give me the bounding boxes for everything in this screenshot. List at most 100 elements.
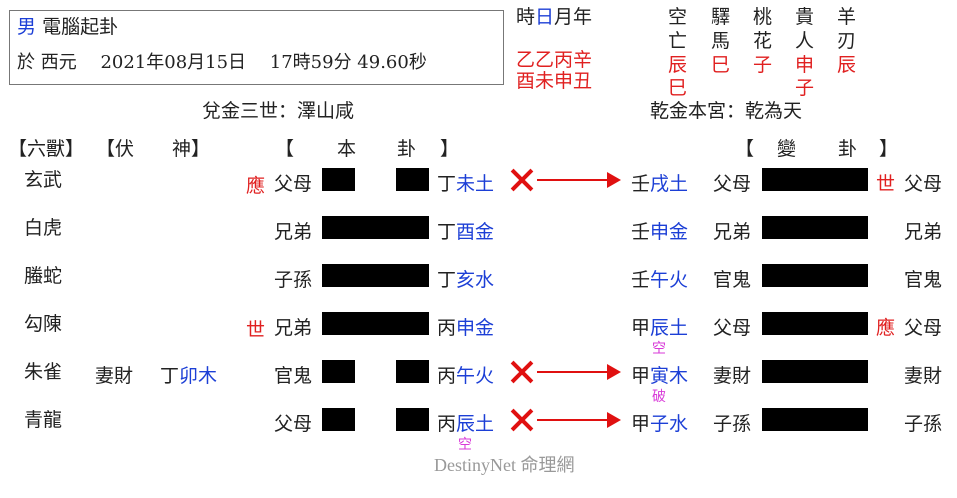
footer-brand: DestinyNet 命理網: [434, 451, 574, 477]
header-bengua-close: 】: [440, 138, 460, 160]
arrow-right-icon: [537, 172, 621, 188]
ganzhi-stems: 乙乙丙辛: [516, 49, 593, 71]
line-branch: 丙辰土: [437, 413, 494, 435]
shensha-value-2: 子: [795, 77, 815, 99]
shensha-value: 辰: [837, 54, 857, 76]
yin-line-left: [322, 168, 355, 191]
yin-line-right: [396, 168, 429, 191]
changed-branch: 甲辰土: [631, 317, 688, 339]
arrow-right-icon: [537, 364, 621, 380]
line-stem: 丁: [437, 269, 457, 291]
beast-label: 青龍: [24, 409, 63, 431]
fushen-stem: 丁: [160, 365, 180, 387]
beast-label: 螣蛇: [24, 265, 63, 287]
changed-shi-ying-mark: 應: [876, 317, 896, 339]
moving-cross-icon: [510, 360, 534, 384]
header-box: [9, 10, 504, 85]
shensha-value: 子: [753, 54, 773, 76]
shi-ying-mark: 應: [246, 175, 266, 197]
footer-site-name: 命理網: [520, 455, 575, 475]
shensha-name-top: 羊: [837, 6, 857, 28]
shensha-name-bottom: 刃: [837, 30, 857, 52]
shensha-name-bottom: 亡: [668, 30, 688, 52]
changed-relation: 妻財: [713, 365, 752, 387]
day-label: 日: [535, 6, 555, 28]
beast-label: 朱雀: [24, 361, 63, 383]
line-element: 申金: [456, 317, 495, 339]
changed-branch: 甲子水: [631, 413, 688, 435]
yin-line-right: [396, 408, 429, 431]
yin-line-right: [396, 360, 429, 383]
header-liushou: 【六獸】: [8, 138, 85, 160]
fushen-branch: 丁卯木: [160, 365, 217, 387]
changed-branch: 壬申金: [631, 221, 688, 243]
footer-brand-name: DestinyNet: [434, 455, 516, 475]
yang-line: [322, 312, 429, 335]
header-bengua-open: 【: [275, 138, 295, 160]
changed-stem: 壬: [631, 269, 651, 291]
line-element: 午火: [456, 365, 495, 387]
changed-yang-line: [762, 168, 868, 191]
year-label: 年: [573, 6, 593, 28]
shensha-name-top: 桃: [753, 6, 773, 28]
line-relation: 兄弟: [274, 317, 313, 339]
void-mark: 空: [458, 437, 472, 453]
changed-relation: 父母: [713, 173, 752, 195]
changed-yang-line: [762, 216, 868, 239]
changed-yang-line: [762, 264, 868, 287]
header-bengua-a: 本: [337, 138, 357, 160]
changed-stem: 壬: [631, 173, 651, 195]
changed-stem: 壬: [631, 221, 651, 243]
shensha-name-bottom: 花: [753, 30, 773, 52]
changed-element: 午火: [650, 269, 689, 291]
main-hexagram-title: 兌金三世：澤山咸: [202, 100, 355, 122]
header-fushen: 【伏 神】: [96, 138, 211, 160]
changed-status-mark: 空: [652, 341, 666, 357]
changed-branch: 甲寅木: [631, 365, 688, 387]
line-relation: 官鬼: [274, 365, 313, 387]
line-stem: 丙: [437, 413, 457, 435]
shensha-name-top: 空: [668, 6, 688, 28]
line-branch: 丁酉金: [437, 221, 494, 243]
changed-element: 子水: [650, 413, 689, 435]
shensha-value: 申: [795, 54, 815, 76]
date-line: 於 西元 2021年08月15日 17時59分 49.60秒: [17, 52, 427, 73]
yin-line-left: [322, 408, 355, 431]
changed-status-mark: 破: [652, 389, 666, 405]
changed-stem: 甲: [631, 413, 651, 435]
changed-yang-line: [762, 360, 868, 383]
divination-title: 電腦起卦: [42, 16, 119, 38]
changed-branch: 壬戌土: [631, 173, 688, 195]
yang-line: [322, 264, 429, 287]
changed-relation-right: 兄弟: [904, 221, 943, 243]
line-element: 酉金: [456, 221, 495, 243]
shensha-name-bottom: 馬: [711, 30, 731, 52]
header-biangua-b: 卦: [838, 138, 858, 160]
line-branch: 丁亥水: [437, 269, 494, 291]
changed-element: 寅木: [650, 365, 689, 387]
line-stem: 丁: [437, 221, 457, 243]
header-biangua-close: 】: [879, 138, 899, 160]
changed-element: 辰土: [650, 317, 689, 339]
header-biangua-a: 變: [777, 138, 797, 160]
yang-line: [322, 216, 429, 239]
beast-label: 玄武: [24, 169, 63, 191]
beast-label: 勾陳: [24, 313, 63, 335]
changed-relation-right: 妻財: [904, 365, 943, 387]
moving-cross-icon: [510, 408, 534, 432]
line-stem: 丙: [437, 365, 457, 387]
fushen-relation: 妻財: [95, 365, 134, 387]
changed-branch: 壬午火: [631, 269, 688, 291]
shensha-name-top: 驛: [711, 6, 731, 28]
line-relation: 子孫: [274, 269, 313, 291]
changed-relation-right: 父母: [904, 173, 943, 195]
changed-relation: 子孫: [713, 413, 752, 435]
shensha-name-bottom: 人: [795, 30, 815, 52]
changed-yang-line: [762, 408, 868, 431]
changed-shi-ying-mark: 世: [876, 173, 896, 195]
line-relation: 兄弟: [274, 221, 313, 243]
beast-label: 白虎: [24, 217, 63, 239]
changed-yang-line: [762, 312, 868, 335]
changed-stem: 甲: [631, 317, 651, 339]
changed-element: 申金: [650, 221, 689, 243]
